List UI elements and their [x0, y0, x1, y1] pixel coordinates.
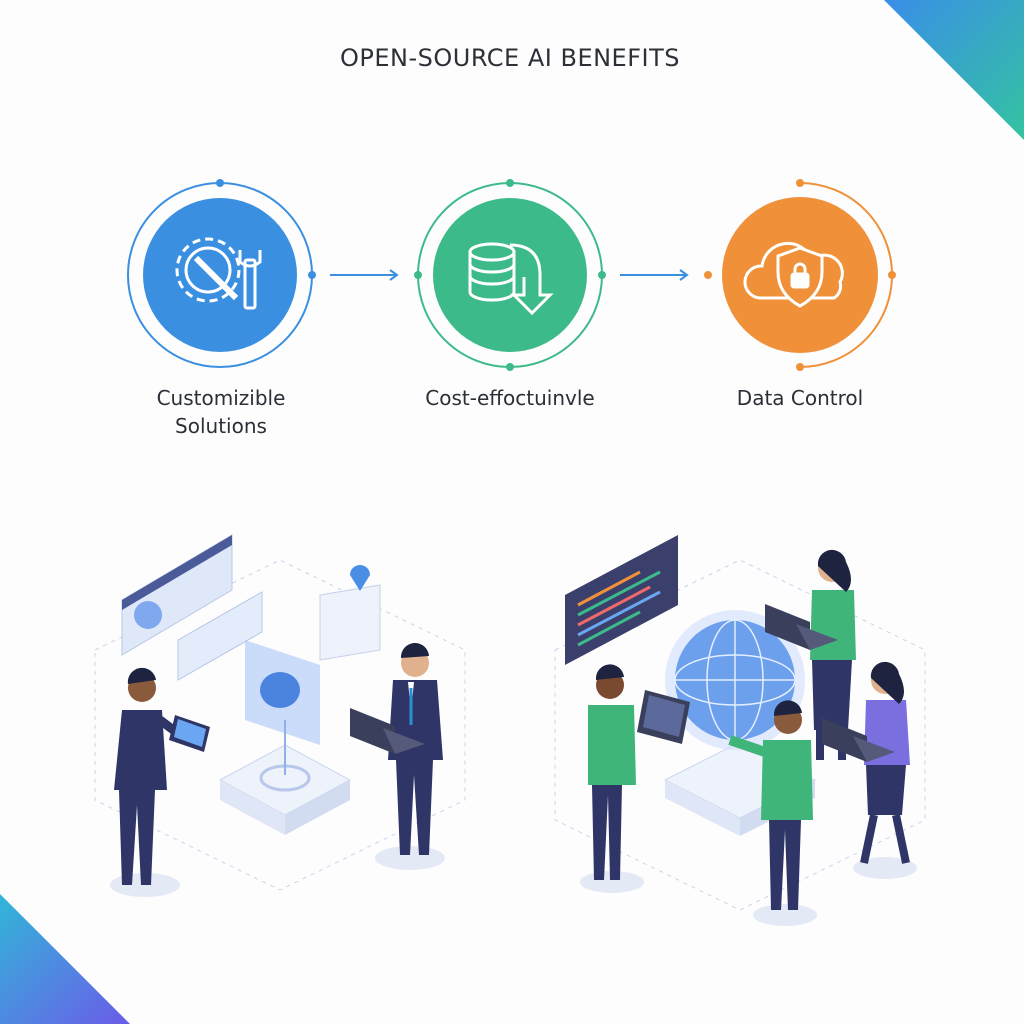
benefit-data-control-circle: [704, 179, 896, 371]
person-woman-laptop-purple: [822, 661, 917, 879]
benefit-cost-circle: [414, 179, 606, 371]
brain-icon: [260, 672, 300, 708]
benefit-label-cost-effective: Cost-effoctuinvle: [425, 386, 595, 410]
page-title: OPEN-SOURCE AI BENEFITS: [339, 44, 680, 72]
person-businessman-tablet: [110, 667, 210, 897]
benefit-label-line2: Solutions: [175, 414, 267, 438]
document-panel: [319, 584, 381, 661]
hologram-platform: [218, 640, 352, 835]
benefit-customizable-circle: [127, 179, 316, 368]
gear-wrench-icon: [175, 237, 262, 310]
chart-panel: [177, 591, 263, 681]
person-gesturing-green: [728, 700, 817, 926]
scene-global-team-right: [554, 535, 926, 926]
person-businessman-laptop: [350, 642, 445, 870]
scene-ai-collaboration-left: [94, 534, 466, 897]
benefit-label-customizable: Customizible Solutions: [101, 384, 341, 440]
cloud-shield-lock-icon: [743, 241, 844, 308]
arrow-right-2: [620, 269, 689, 281]
benefit-label-data-control: Data Control: [736, 386, 864, 410]
benefit-label-line1: Customizible: [156, 386, 286, 410]
code-panel: [565, 535, 678, 665]
location-pin-icon: [350, 565, 370, 591]
profile-panel: [121, 534, 233, 656]
person-tablet-green: [580, 664, 690, 893]
arrow-right-1: [330, 269, 399, 281]
coin-stack-arrow-icon: [468, 242, 554, 316]
